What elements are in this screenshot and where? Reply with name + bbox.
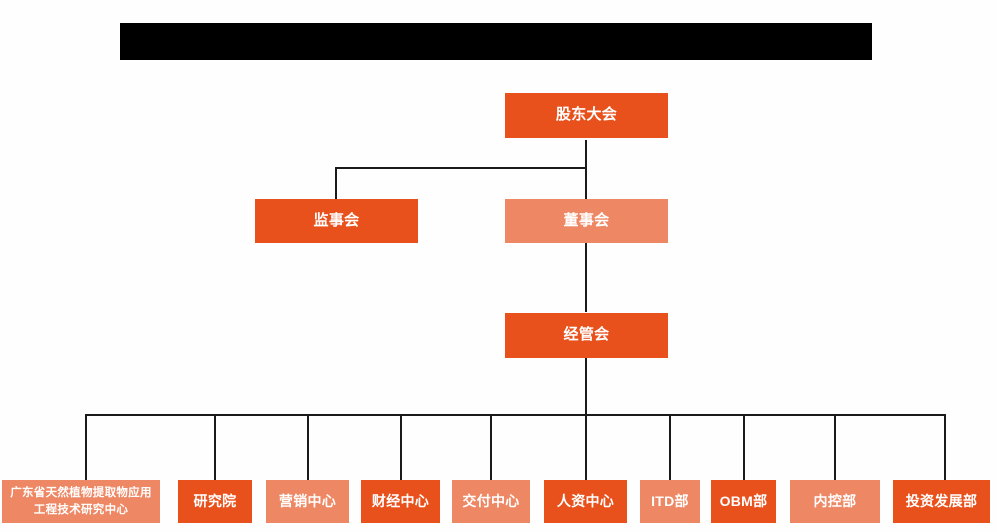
connector-directors-to-management — [585, 242, 587, 312]
connector-drop-delivery-center — [490, 414, 492, 480]
connector-management-stem — [585, 358, 587, 415]
connector-drop-research-institute — [214, 414, 216, 480]
connector-drop-guangdong-research-center — [85, 414, 87, 480]
connector-drop-board-of-supervisors — [335, 167, 337, 200]
connector-shareholders-stem — [585, 140, 587, 200]
connector-drop-marketing-center — [307, 414, 309, 480]
node-hr-center[interactable]: 人资中心 — [544, 480, 627, 523]
connector-drop-hr-center — [585, 414, 587, 480]
connector-drop-investment-development-department — [944, 414, 946, 480]
node-delivery-center[interactable]: 交付中心 — [452, 480, 530, 523]
connector-drop-itd-department — [669, 414, 671, 480]
node-shareholders-meeting[interactable]: 股东大会 — [505, 93, 668, 138]
node-finance-center[interactable]: 财经中心 — [361, 480, 440, 523]
node-obm-department[interactable]: OBM部 — [711, 480, 776, 523]
connector-department-bus — [85, 414, 945, 416]
node-itd-department[interactable]: ITD部 — [640, 480, 700, 523]
node-board-of-directors[interactable]: 董事会 — [505, 199, 668, 243]
node-guangdong-research-center[interactable]: 广东省天然植物提取物应用工程技术研究中心 — [2, 480, 160, 523]
node-research-institute[interactable]: 研究院 — [178, 480, 252, 523]
node-management-committee[interactable]: 经管会 — [505, 313, 668, 358]
node-board-of-supervisors[interactable]: 监事会 — [255, 199, 418, 243]
node-investment-development-department[interactable]: 投资发展部 — [893, 480, 990, 523]
node-internal-control-department[interactable]: 内控部 — [790, 480, 880, 523]
node-marketing-center[interactable]: 营销中心 — [266, 480, 349, 523]
connector-drop-finance-center — [400, 414, 402, 480]
redacted-title-bar — [120, 23, 872, 60]
connector-drop-obm-department — [743, 414, 745, 480]
connector-level1-to-level2-bus — [335, 167, 587, 169]
connector-drop-internal-control-department — [834, 414, 836, 480]
